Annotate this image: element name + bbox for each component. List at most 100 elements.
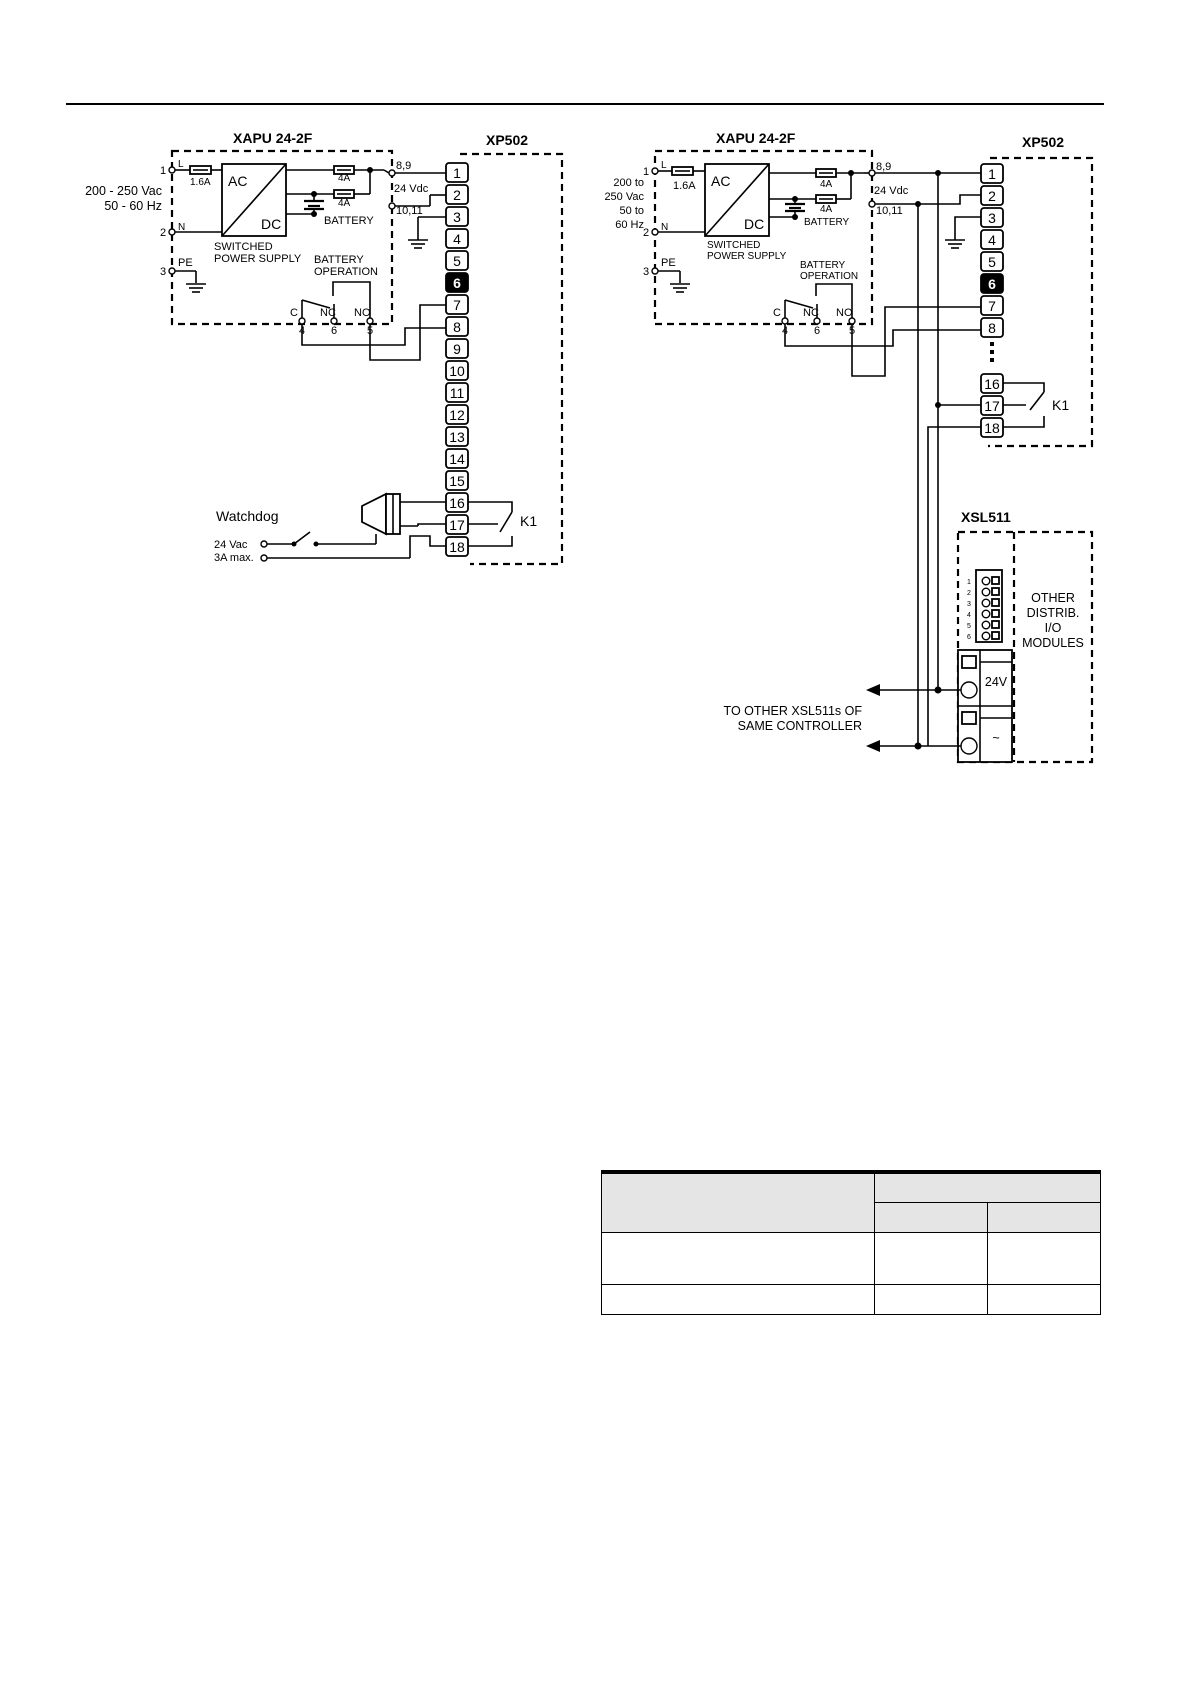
right-terminal-label: 17: [984, 398, 1000, 414]
table-subheader-cell: [874, 1201, 988, 1233]
table-cell: [987, 1283, 1101, 1315]
left-terminal-label: 18: [449, 539, 465, 555]
xsl511-24v-screw-icon: [960, 681, 978, 699]
right-terminal: [980, 185, 1004, 206]
left-relay-6: 6: [331, 325, 337, 337]
right-terminal-label: 7: [988, 298, 996, 314]
left-terminal-label: 17: [449, 517, 465, 533]
left-terminal: [445, 360, 469, 381]
left-terminal-label: 6: [453, 275, 461, 291]
left-terminal-label: 11: [450, 385, 465, 401]
left-psu-box: [170, 149, 394, 326]
left-switched-2: POWER SUPPLY: [214, 253, 302, 265]
right-label-n: N: [661, 222, 668, 233]
table-cell: [987, 1231, 1101, 1285]
left-terminal: [445, 294, 469, 315]
right-switched-2: POWER SUPPLY: [707, 251, 787, 262]
right-dc-label: DC: [744, 216, 764, 232]
left-wd-voltage: 24 Vac: [214, 539, 248, 551]
xsl511-pin-label: 2: [967, 590, 971, 597]
right-terminal-strip-top: 1 2 3 4 5 6 7 8: [980, 163, 1004, 338]
right-batt-op-2: OPERATION: [800, 271, 858, 282]
right-psu-box: [653, 149, 874, 326]
left-terminal-label: 14: [449, 451, 465, 467]
right-terminal-label: 3: [988, 210, 996, 226]
left-ac-label: AC: [228, 173, 247, 189]
left-terminal-label: 7: [453, 297, 461, 313]
left-relay-no: NO: [354, 307, 371, 319]
left-terminal: [445, 426, 469, 447]
left-controller-title: XP502: [486, 132, 528, 148]
table-subheader-cell: [987, 1201, 1101, 1233]
other-modules-line3: I/O: [1045, 621, 1062, 635]
right-label-l: L: [661, 160, 667, 171]
right-terminal: [980, 295, 1004, 316]
left-wd-amperage: 3A max.: [214, 552, 254, 564]
left-psu-title: XAPU 24-2F: [233, 130, 313, 146]
left-terminal-label: 1: [453, 165, 461, 181]
left-terminal: [445, 184, 469, 205]
right-input-line4: 60 Hz: [615, 219, 644, 231]
xsl511-pin-label: 3: [967, 601, 971, 608]
left-input-fuse-label: 1.6A: [190, 177, 211, 188]
left-terminal: [445, 162, 469, 183]
left-terminal: [445, 470, 469, 491]
spec-table: [601, 1170, 1101, 1315]
to-other-line1: TO OTHER XSL511s OF: [724, 704, 863, 718]
left-relay-c: C: [290, 307, 298, 319]
left-terminal-strip: 1 2 3 4 5 6 7 8 9 10 11 12 13 1: [445, 162, 469, 557]
left-terminal-label: 15: [449, 473, 465, 489]
table-cell: [601, 1231, 875, 1285]
left-horn-icon: [361, 492, 387, 536]
right-input-line2: 250 Vac: [604, 191, 644, 203]
left-terminal-label: 3: [453, 209, 461, 225]
right-out-1011: 10,11: [876, 205, 903, 217]
left-terminal-highlighted: [445, 272, 469, 293]
left-terminal-label: 5: [453, 253, 461, 269]
arrow-left-icon: [866, 740, 880, 752]
left-terminal: [445, 382, 469, 403]
left-pin-3-dot: [168, 267, 176, 275]
table-row: [601, 1283, 1101, 1315]
left-pin-2-dot: [168, 228, 176, 236]
table-header-cell: [601, 1170, 875, 1233]
xsl511-24v-label: 24V: [985, 675, 1008, 689]
right-pin-2: 2: [643, 227, 649, 239]
left-battery-label: BATTERY: [324, 215, 374, 227]
right-pin-3: 3: [643, 266, 649, 278]
right-pin-1: 1: [643, 166, 649, 178]
left-label-pe: PE: [178, 257, 193, 269]
left-switched-1: SWITCHED: [214, 241, 273, 253]
table-cell: [601, 1283, 875, 1315]
right-terminal-label: 1: [988, 166, 996, 182]
right-terminal: [980, 229, 1004, 250]
left-fuse-b-label: 4A: [338, 198, 351, 209]
left-fuse-a-label: 4A: [338, 173, 351, 184]
left-relay-nc: NC: [320, 307, 336, 319]
left-terminal-label: 4: [453, 231, 461, 247]
left-controller-box: [460, 152, 564, 566]
left-terminal-label: 2: [453, 187, 461, 203]
xsl511-pin-label: 6: [967, 634, 971, 641]
right-label-pe: PE: [661, 257, 676, 269]
xsl511-pin-label: 4: [967, 612, 971, 619]
left-batt-op-2: OPERATION: [314, 266, 378, 278]
left-dc-label: DC: [261, 216, 281, 232]
right-k1-label: K1: [1052, 397, 1069, 413]
right-batt-op-1: BATTERY: [800, 260, 846, 271]
left-terminal: [445, 250, 469, 271]
left-watchdog-label: Watchdog: [216, 508, 279, 524]
right-terminal-label: 16: [984, 376, 1000, 392]
right-terminal: [980, 317, 1004, 338]
right-fuse-b-label: 4A: [820, 204, 833, 215]
right-relay-6: 6: [814, 325, 820, 337]
left-terminal: [445, 338, 469, 359]
right-terminal-label: 18: [984, 420, 1000, 436]
left-input-voltage: 200 - 250 Vac: [85, 184, 162, 198]
left-terminal-label: 9: [453, 341, 461, 357]
right-controller-box: [988, 156, 1094, 448]
xsl511-title: XSL511: [961, 509, 1011, 525]
left-label-l: L: [178, 159, 184, 170]
other-modules-line4: MODULES: [1022, 636, 1084, 650]
